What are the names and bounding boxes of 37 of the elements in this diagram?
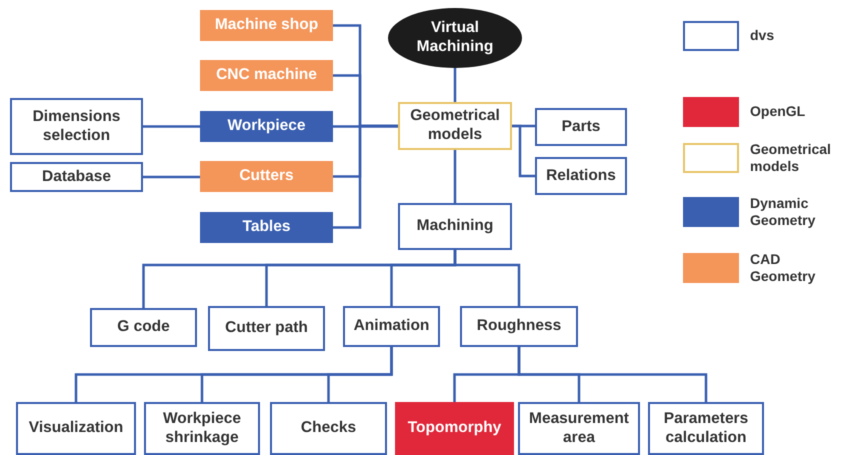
connector-line	[454, 250, 520, 306]
process-box: Parameters calculation	[648, 402, 764, 455]
process-box: Parts	[535, 108, 627, 146]
process-box: Roughness	[460, 306, 578, 347]
process-box: Cutter path	[208, 306, 325, 351]
process-box: Machining	[398, 203, 512, 250]
legend-label: CAD Geometry	[750, 250, 816, 286]
process-box: Measurement area	[518, 402, 640, 455]
legend-label: Dynamic Geometry	[750, 194, 816, 230]
legend-label: dvs	[750, 26, 776, 46]
connector-line	[518, 347, 708, 402]
process-box: Checks	[270, 402, 387, 455]
process-box: Topomorphy	[395, 402, 514, 455]
process-box: Database	[10, 162, 143, 192]
connector-line	[454, 68, 456, 102]
legend-label: OpenGL	[750, 102, 806, 122]
process-box: Geometrical models	[398, 102, 512, 150]
process-box: Workpiece	[200, 111, 333, 142]
process-box: Workpiece shrinkage	[144, 402, 260, 455]
connector-line	[143, 176, 200, 178]
connector-line	[327, 347, 393, 402]
process-box: Animation	[343, 306, 440, 347]
process-box: Tables	[200, 212, 333, 243]
start-terminal: Virtual Machining	[388, 8, 522, 68]
process-box: Dimensions selection	[10, 98, 143, 155]
process-box: Machine shop	[200, 10, 333, 41]
connector-line	[333, 125, 398, 128]
process-box: Relations	[535, 157, 627, 195]
process-box: Visualization	[16, 402, 136, 455]
connector-line	[143, 125, 200, 128]
legend-label: Geometrical models	[750, 140, 832, 176]
process-box: G code	[90, 308, 197, 347]
process-box: Cutters	[200, 161, 333, 192]
connector-line	[454, 150, 456, 203]
connector-line	[512, 124, 535, 178]
connector-line	[333, 124, 398, 229]
process-box: CNC machine	[200, 60, 333, 91]
